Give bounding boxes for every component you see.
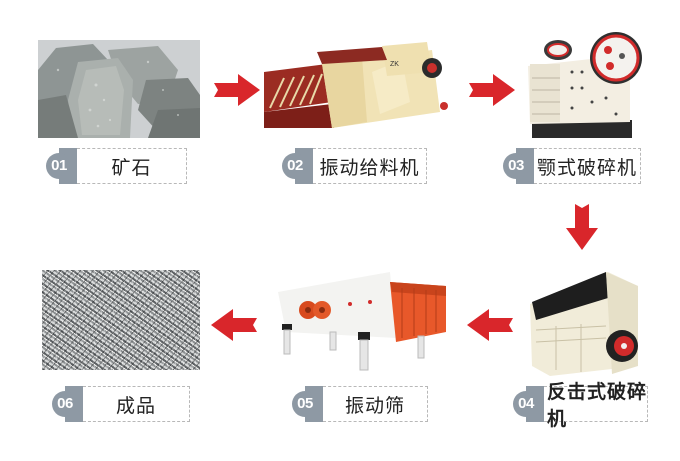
vibrating-feeder-icon: ZK <box>264 42 448 128</box>
jaw-crusher-icon <box>528 32 642 138</box>
step-number-badge: 03 <box>503 153 529 179</box>
step-number-badge: 05 <box>292 391 318 417</box>
impact-crusher-icon <box>530 272 638 376</box>
step-name: 矿石 <box>77 148 187 184</box>
vibrating-feeder-image: ZK <box>262 42 452 130</box>
step-name: 振动筛 <box>323 386 428 422</box>
svg-text:ZK: ZK <box>390 61 399 68</box>
step-name: 成品 <box>83 386 190 422</box>
step-label-03: 03 颚式破碎机 <box>503 148 641 184</box>
step-label-01: 01 矿石 <box>46 148 187 184</box>
impact-crusher-image <box>526 266 644 380</box>
step-label-02: 02 振动给料机 <box>282 148 427 184</box>
step-label-04: 04 反击式破碎机 <box>513 381 648 430</box>
gravel-texture <box>42 270 200 370</box>
step-label-05: 05 振动筛 <box>292 386 428 422</box>
vibrating-screen-image <box>270 272 452 372</box>
arrow-down-icon <box>566 204 598 250</box>
rock-pile-icon <box>38 40 200 138</box>
step-name: 反击式破碎机 <box>544 381 648 430</box>
arrow-right-icon <box>469 74 515 106</box>
step-name: 振动给料机 <box>313 148 427 184</box>
step-number-badge: 04 <box>513 391 539 417</box>
arrow-left-icon <box>467 309 513 341</box>
arrow-left-icon <box>211 309 257 341</box>
step-name: 颚式破碎机 <box>534 148 641 184</box>
vibrating-screen-icon <box>278 272 446 371</box>
step-number-badge: 02 <box>282 153 308 179</box>
arrow-right-icon <box>214 74 260 106</box>
step-number-badge: 06 <box>52 391 78 417</box>
step-number-badge: 01 <box>46 153 72 179</box>
ore-image <box>38 40 200 138</box>
jaw-crusher-image <box>520 28 646 140</box>
step-label-06: 06 成品 <box>52 386 190 422</box>
finished-aggregate-image <box>42 270 200 370</box>
